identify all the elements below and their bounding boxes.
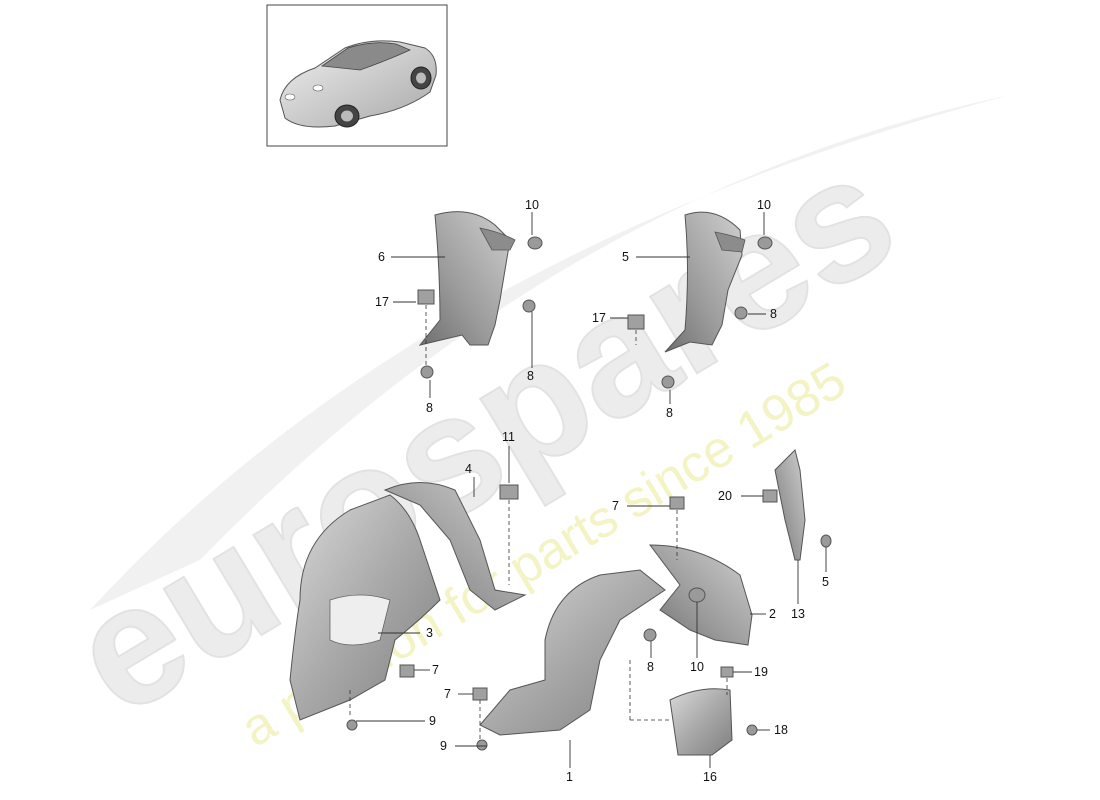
callout-17: 17: [592, 311, 606, 325]
callout-9: 9: [429, 714, 436, 728]
callout-2: 2: [769, 607, 776, 621]
callout-10: 10: [757, 198, 771, 212]
callout-18: 18: [774, 723, 788, 737]
car-thumbnail: [266, 4, 448, 147]
callout-6: 6: [378, 250, 385, 264]
callout-13: 13: [791, 607, 805, 621]
callout-11: 11: [502, 430, 515, 444]
clip-17-right: [627, 314, 645, 330]
clip-20: [762, 489, 778, 503]
car-icon: [279, 40, 437, 128]
callout-8: 8: [527, 369, 534, 383]
screw-9-a: [346, 719, 358, 731]
clip-7-left-a: [399, 664, 415, 678]
part-4-liner-panel: [383, 482, 527, 611]
callout-7: 7: [432, 663, 439, 677]
nut-8-b: [420, 365, 434, 379]
nut-8-d: [661, 375, 675, 389]
fastener-10-top-left: [527, 236, 543, 250]
nut-8-lower: [643, 628, 657, 642]
callout-labels: 6 10 17 8 8 5 10 17 8 8 11 4 3 7 9 7 9 1…: [375, 198, 829, 784]
watermark: eurospares a passion for parts since 198…: [40, 95, 1010, 758]
callout-16: 16: [703, 770, 717, 784]
part-1-wheel-arch-liner: [479, 569, 666, 736]
callout-5: 5: [822, 575, 829, 589]
nut-10-lower: [688, 587, 706, 603]
callout-4: 4: [465, 462, 472, 476]
part-16-cover: [669, 688, 733, 756]
screw-9-b: [476, 739, 488, 751]
clip-17-left: [417, 289, 435, 305]
callout-8: 8: [426, 401, 433, 415]
watermark-swoosh: [90, 95, 1010, 610]
callout-19: 19: [754, 665, 768, 679]
callout-7: 7: [444, 687, 451, 701]
callout-17: 17: [375, 295, 389, 309]
callout-20: 20: [718, 489, 732, 503]
clip-7-left-b: [472, 687, 488, 701]
callout-8: 8: [770, 307, 777, 321]
callout-9: 9: [440, 739, 447, 753]
clip-19: [720, 666, 734, 678]
nut-8-c: [734, 306, 748, 320]
callout-3: 3: [426, 626, 433, 640]
clip-7-right: [669, 496, 685, 510]
part-3-wheel-arch-liner: [289, 494, 441, 721]
screw-18: [746, 724, 758, 736]
callout-5: 5: [622, 250, 629, 264]
clip-11: [499, 484, 519, 500]
part-6-liner: [418, 211, 516, 346]
nut-8-a: [522, 299, 536, 313]
fastener-10-top-right: [757, 236, 773, 250]
part-13-strip: [774, 449, 806, 561]
part-5-liner: [664, 211, 746, 353]
leader-lines: [356, 212, 827, 768]
screw-5-lower: [820, 534, 832, 548]
callout-10: 10: [690, 660, 704, 674]
callout-8: 8: [647, 660, 654, 674]
callout-7: 7: [612, 499, 619, 513]
callout-8: 8: [666, 406, 673, 420]
dashed-guides: [349, 305, 728, 740]
callout-10: 10: [525, 198, 539, 212]
callout-1: 1: [566, 770, 573, 784]
